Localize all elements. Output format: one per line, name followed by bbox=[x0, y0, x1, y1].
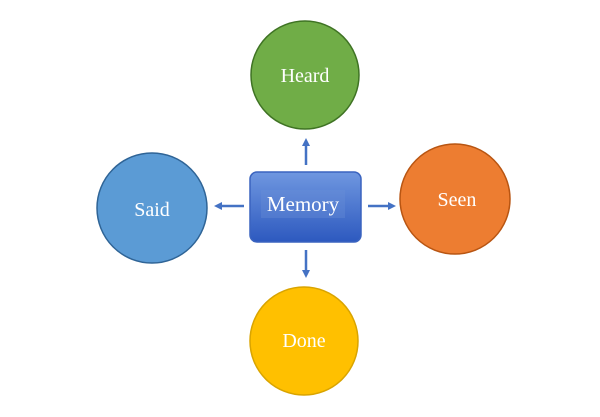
node-said-circle bbox=[96, 152, 208, 264]
node-heard-label: Heard bbox=[281, 65, 330, 87]
node-said-label: Said bbox=[134, 199, 170, 221]
center-memory-highlight bbox=[261, 190, 345, 218]
center-memory-box bbox=[249, 171, 362, 243]
node-said: Said bbox=[96, 152, 208, 264]
node-done-label: Done bbox=[282, 330, 325, 352]
node-done-circle bbox=[249, 286, 359, 396]
center-memory-label: Memory bbox=[267, 192, 340, 216]
node-seen-circle bbox=[399, 143, 511, 255]
node-done: Done bbox=[249, 286, 359, 396]
node-heard: Heard bbox=[250, 20, 360, 130]
node-seen-label: Seen bbox=[438, 189, 477, 211]
arrows bbox=[214, 138, 396, 278]
node-heard-circle bbox=[250, 20, 360, 130]
node-seen: Seen bbox=[399, 143, 511, 255]
center-memory: Memory bbox=[249, 171, 362, 243]
